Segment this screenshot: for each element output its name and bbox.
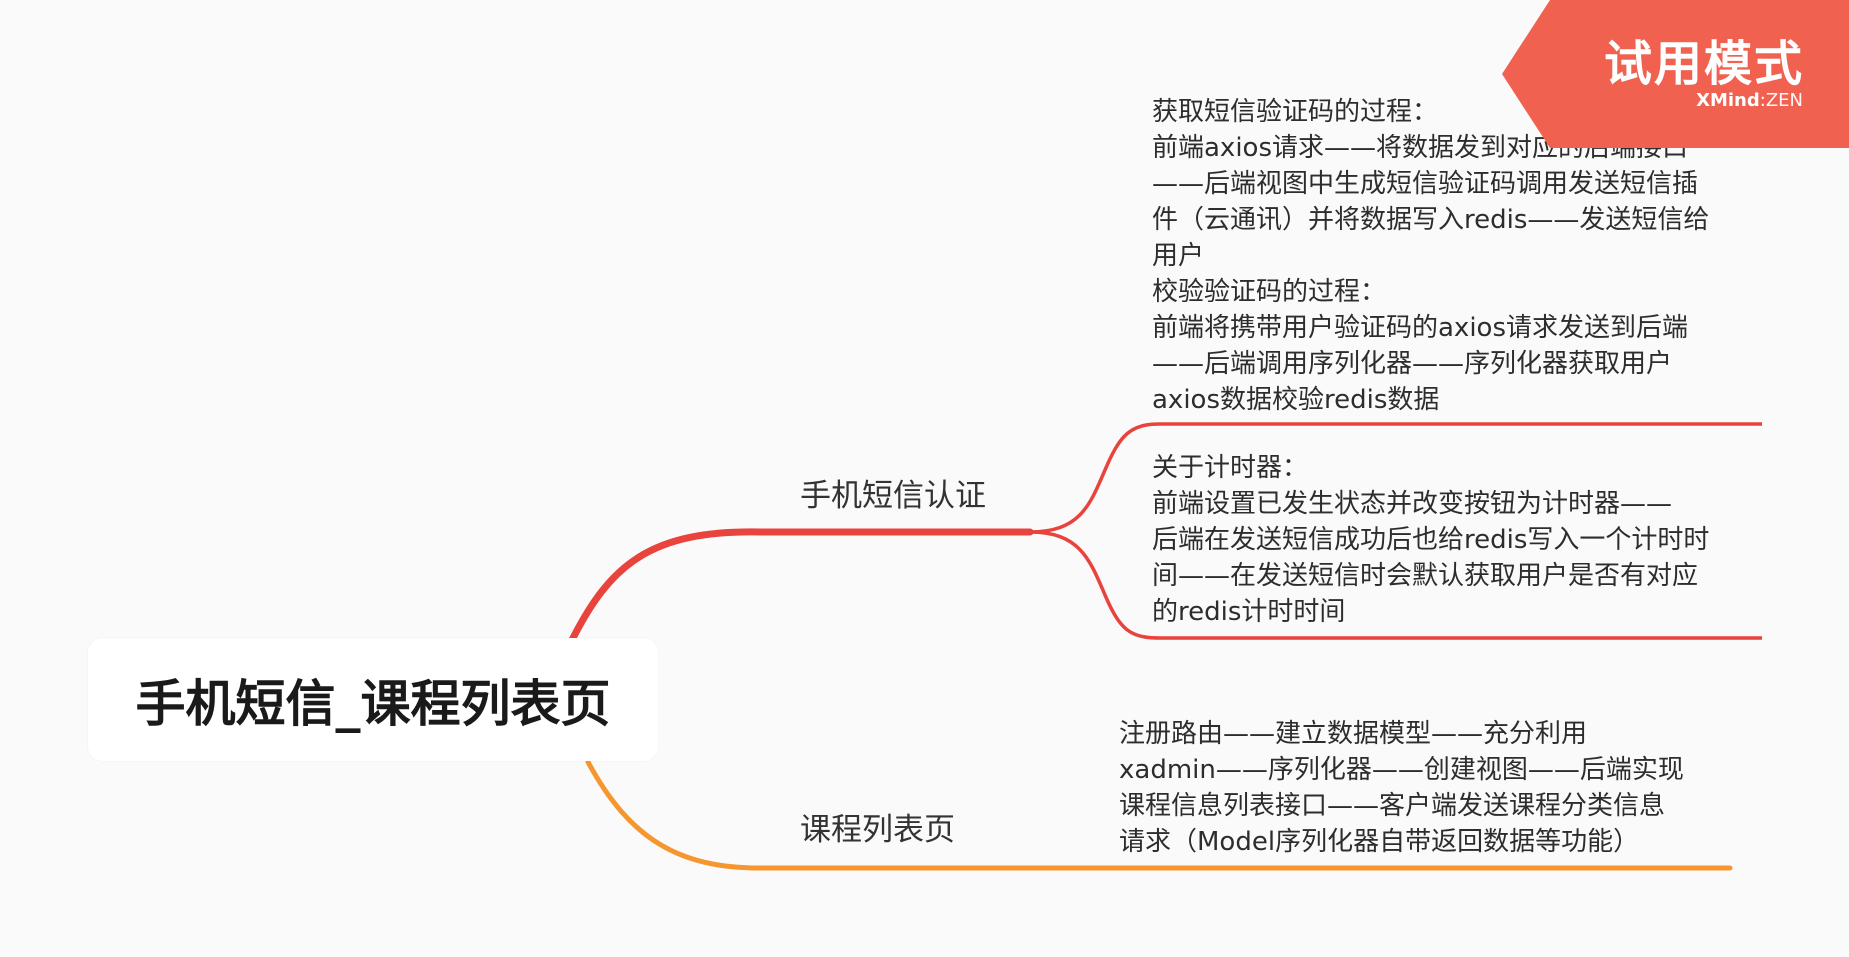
note-line: axios数据校验redis数据 (1152, 385, 1440, 415)
note-line: 间——在发送短信时会默认获取用户是否有对应 (1152, 561, 1699, 591)
connector-root-to-course-list (585, 759, 1733, 871)
note-line: 前端设置已发生状态并改变按钮为计时器—— (1152, 489, 1673, 519)
connector-sms-to-note-1 (1029, 422, 1762, 534)
root-topic-label: 手机短信_课程列表页 (135, 674, 611, 733)
xmind-logo-text: XMind (1696, 90, 1760, 111)
xmind-zen-logo: XMind:ZEN (1696, 90, 1803, 111)
note-line: ——后端调用序列化器——序列化器获取用户 (1152, 349, 1673, 379)
note-line: 件（云通讯）并将数据写入redis——发送短信给 (1152, 205, 1710, 235)
note-line: 后端在发送短信成功后也给redis写入一个计时时 (1152, 525, 1710, 555)
branch-topic-course-list[interactable]: 课程列表页 (800, 812, 955, 848)
note-line: 用户 (1152, 241, 1205, 271)
root-topic[interactable]: 手机短信_课程列表页 (88, 638, 658, 761)
note-line: 的redis计时时间 (1152, 597, 1346, 627)
note-line: 请求（Model序列化器自带返回数据等功能） (1119, 827, 1640, 857)
note-course-list[interactable]: 注册路由——建立数据模型——充分利用 xadmin——序列化器——创建视图——后… (1119, 716, 1684, 860)
note-line: xadmin——序列化器——创建视图——后端实现 (1119, 755, 1684, 785)
note-timer[interactable]: 关于计时器： 前端设置已发生状态并改变按钮为计时器—— 后端在发送短信成功后也给… (1152, 450, 1709, 630)
note-line: 关于计时器： (1152, 453, 1309, 483)
note-line: 注册路由——建立数据模型——充分利用 (1119, 719, 1588, 749)
xmind-logo-separator: : (1759, 90, 1766, 111)
note-sms-code-process[interactable]: 获取短信验证码的过程： 前端axios请求——将数据发到对应的后端接口 ——后端… (1152, 94, 1709, 418)
trial-mode-title: 试用模式 (1603, 36, 1804, 92)
note-line: ——后端视图中生成短信验证码调用发送短信插 (1152, 169, 1699, 199)
branch-topic-sms-auth[interactable]: 手机短信认证 (800, 478, 986, 514)
connector-sms-to-note-2 (1029, 530, 1762, 640)
zen-logo-text: ZEN (1765, 90, 1803, 111)
note-line: 课程信息列表接口——客户端发送课程分类信息 (1119, 791, 1666, 821)
trial-badge-shape (1502, 0, 1849, 148)
note-line: 获取短信验证码的过程： (1152, 97, 1439, 127)
note-line: 前端将携带用户验证码的axios请求发送到后端 (1152, 313, 1688, 343)
note-line: 校验验证码的过程： (1152, 277, 1387, 307)
connector-root-to-sms-auth (568, 528, 1034, 644)
trial-mode-badge[interactable]: 试用模式 XMind:ZEN (1502, 0, 1849, 148)
